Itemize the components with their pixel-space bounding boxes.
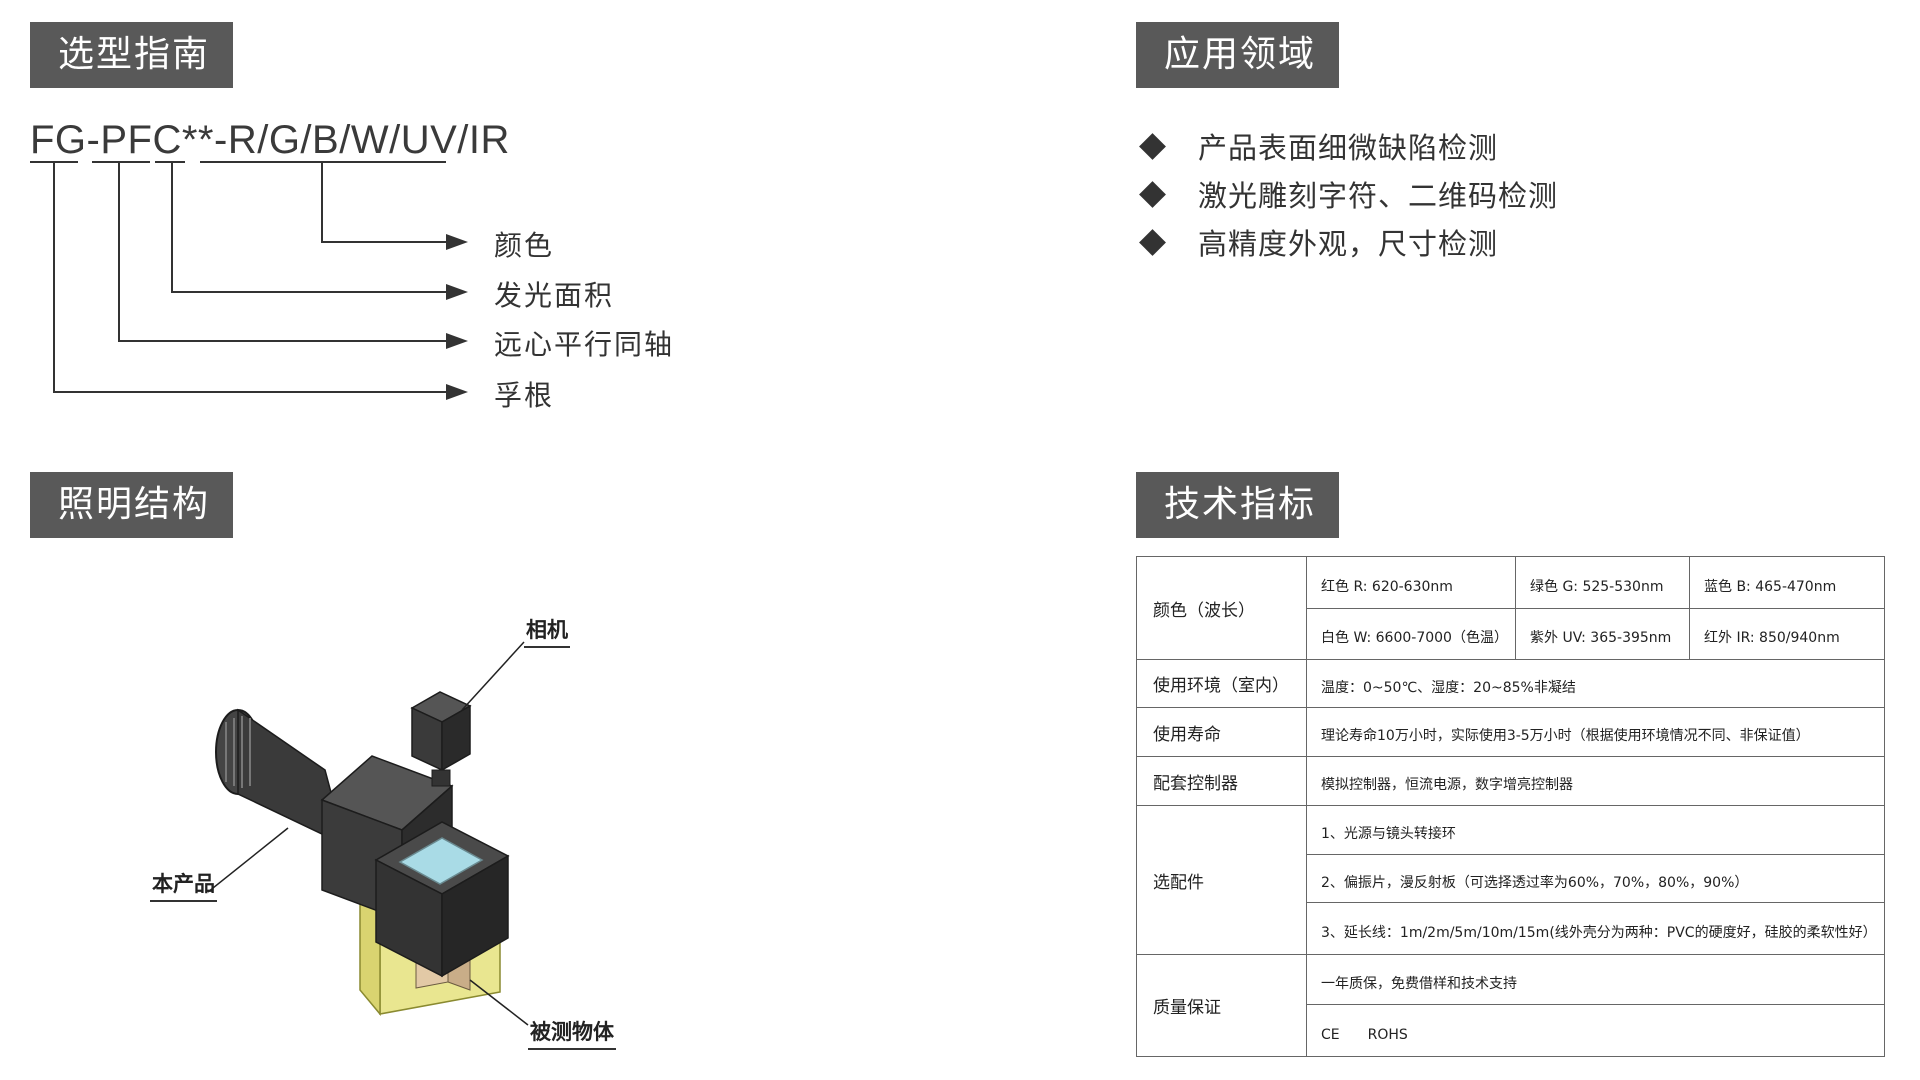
spec-color-value: 紫外 UV: 365-395nm xyxy=(1515,608,1690,660)
spec-quality-value: CE ROHS xyxy=(1306,1004,1885,1057)
legend-telecentric: 远心平行同轴 xyxy=(494,328,675,361)
spec-color-value: 红色 R: 620-630nm xyxy=(1306,556,1516,609)
spec-controller-value: 模拟控制器，恒流电源，数字增亮控制器 xyxy=(1306,756,1885,806)
spec-table: 颜色（波长） 红色 R: 620-630nm 绿色 G: 525-530nm 蓝… xyxy=(1136,556,1885,1057)
spec-accessory-item: 1、光源与镜头转接环 xyxy=(1306,805,1885,855)
spec-accessory-item: 3、延长线：1m/2m/5m/10m/15m(线外壳分为两种：PVC的硬度好，硅… xyxy=(1306,902,1885,955)
spec-label-controller: 配套控制器 xyxy=(1136,756,1307,806)
camera-body xyxy=(410,691,472,787)
legend-brand: 孚根 xyxy=(494,379,555,412)
spec-label-color: 颜色（波长） xyxy=(1136,556,1307,660)
table-row: CE ROHS xyxy=(1137,1004,1885,1057)
section-header-applications: 应用领域 xyxy=(1136,22,1339,88)
model-code: FG-PFC**-R/G/B/W/UV/IR xyxy=(30,118,510,162)
legend-color: 颜色 xyxy=(494,229,555,262)
section-header-structure: 照明结构 xyxy=(30,472,233,538)
diamond-bullet-icon xyxy=(1139,228,1166,256)
product-body xyxy=(320,755,510,978)
model-code-bracket-lines xyxy=(30,161,468,400)
legend-area: 发光面积 xyxy=(494,279,615,312)
spec-label-life: 使用寿命 xyxy=(1136,707,1307,757)
table-row: 颜色（波长） 红色 R: 620-630nm 绿色 G: 525-530nm 蓝… xyxy=(1136,556,1885,660)
application-item: 激光雕刻字符、二维码检测 xyxy=(1136,170,1558,218)
application-list: 产品表面细微缺陷检测 激光雕刻字符、二维码检测 高精度外观，尺寸检测 xyxy=(1136,122,1558,266)
table-row: 使用环境（室内） 温度：0~50℃、湿度：20~85%非凝结 xyxy=(1136,659,1885,708)
section-header-specs: 技术指标 xyxy=(1136,472,1339,538)
diamond-bullet-icon xyxy=(1139,180,1166,208)
table-row: 2、偏振片，漫反射板（可选择透过率为60%，70%，80%，90%） xyxy=(1137,854,1885,903)
application-text: 激光雕刻字符、二维码检测 xyxy=(1198,179,1559,213)
diamond-bullet-icon xyxy=(1139,132,1166,160)
spec-accessory-item: 2、偏振片，漫反射板（可选择透过率为60%，70%，80%，90%） xyxy=(1306,854,1885,903)
application-item: 高精度外观，尺寸检测 xyxy=(1136,218,1558,266)
table-row: 选配件 1、光源与镜头转接环 xyxy=(1136,805,1885,955)
spec-env-value: 温度：0~50℃、湿度：20~85%非凝结 xyxy=(1306,659,1885,708)
application-item: 产品表面细微缺陷检测 xyxy=(1136,122,1558,170)
spec-label-accessories: 选配件 xyxy=(1136,805,1307,955)
spec-quality-value: 一年质保，免费借样和技术支持 xyxy=(1306,954,1885,1005)
application-text: 高精度外观，尺寸检测 xyxy=(1198,227,1499,261)
spec-color-value: 白色 W: 6600-7000（色温） xyxy=(1306,608,1516,660)
table-row: 质量保证 一年质保，免费借样和技术支持 xyxy=(1136,954,1885,1057)
table-row: 3、延长线：1m/2m/5m/10m/15m(线外壳分为两种：PVC的硬度好，硅… xyxy=(1137,902,1885,955)
spec-color-value: 蓝色 B: 465-470nm xyxy=(1689,556,1885,609)
spec-color-value: 绿色 G: 525-530nm xyxy=(1515,556,1690,609)
spec-label-quality: 质量保证 xyxy=(1136,954,1307,1057)
section-header-selection-guide: 选型指南 xyxy=(30,22,233,88)
table-row: 使用寿命 理论寿命10万小时，实际使用3-5万小时（根据使用环境情况不同、非保证… xyxy=(1136,707,1885,757)
table-row: 白色 W: 6600-7000（色温） 紫外 UV: 365-395nm 红外 … xyxy=(1137,608,1885,660)
spec-label-env: 使用环境（室内） xyxy=(1136,659,1307,708)
callout-camera: 相机 xyxy=(524,614,570,648)
spec-color-value: 红外 IR: 850/940nm xyxy=(1689,608,1885,660)
callout-product: 本产品 xyxy=(150,868,217,902)
callout-object: 被测物体 xyxy=(528,1016,616,1050)
table-row: 配套控制器 模拟控制器，恒流电源，数字增亮控制器 xyxy=(1136,756,1885,806)
spec-life-value: 理论寿命10万小时，实际使用3-5万小时（根据使用环境情况不同、非保证值） xyxy=(1306,707,1885,757)
lighting-structure-diagram xyxy=(207,641,529,1026)
application-text: 产品表面细微缺陷检测 xyxy=(1198,131,1499,165)
